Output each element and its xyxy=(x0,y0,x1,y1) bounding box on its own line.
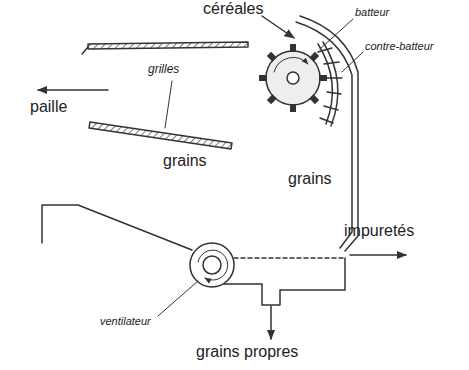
flow-label: grains propres xyxy=(196,343,298,361)
grain-arrow xyxy=(270,306,272,339)
duct-top xyxy=(234,257,345,259)
outer-wall xyxy=(296,22,352,248)
cereal-arrow xyxy=(262,16,294,38)
grain-pan xyxy=(42,205,192,250)
flow-label: paille xyxy=(30,98,67,116)
threshing-drum xyxy=(259,44,327,112)
flow-label: grains xyxy=(288,170,332,188)
leader-line xyxy=(165,81,172,128)
part-label: contre-batteur xyxy=(365,40,433,53)
part-label: grilles xyxy=(148,63,179,77)
outer-wall xyxy=(300,16,358,251)
part-label: ventilateur xyxy=(100,315,151,328)
fan xyxy=(190,243,234,287)
duct xyxy=(224,258,345,305)
concave xyxy=(318,42,342,126)
chaff-arrow xyxy=(350,254,406,256)
top-plate xyxy=(88,42,248,49)
flow-label: céréales xyxy=(203,0,263,18)
leader-line xyxy=(320,19,353,49)
flow-label: grains xyxy=(163,152,207,170)
sieve xyxy=(89,122,232,149)
top-plate-lip xyxy=(82,47,88,54)
leader-line xyxy=(158,281,198,316)
flow-label: impuretés xyxy=(344,222,414,240)
straw-arrow xyxy=(38,89,108,91)
leader-line xyxy=(342,52,363,72)
part-label: batteur xyxy=(355,6,389,19)
